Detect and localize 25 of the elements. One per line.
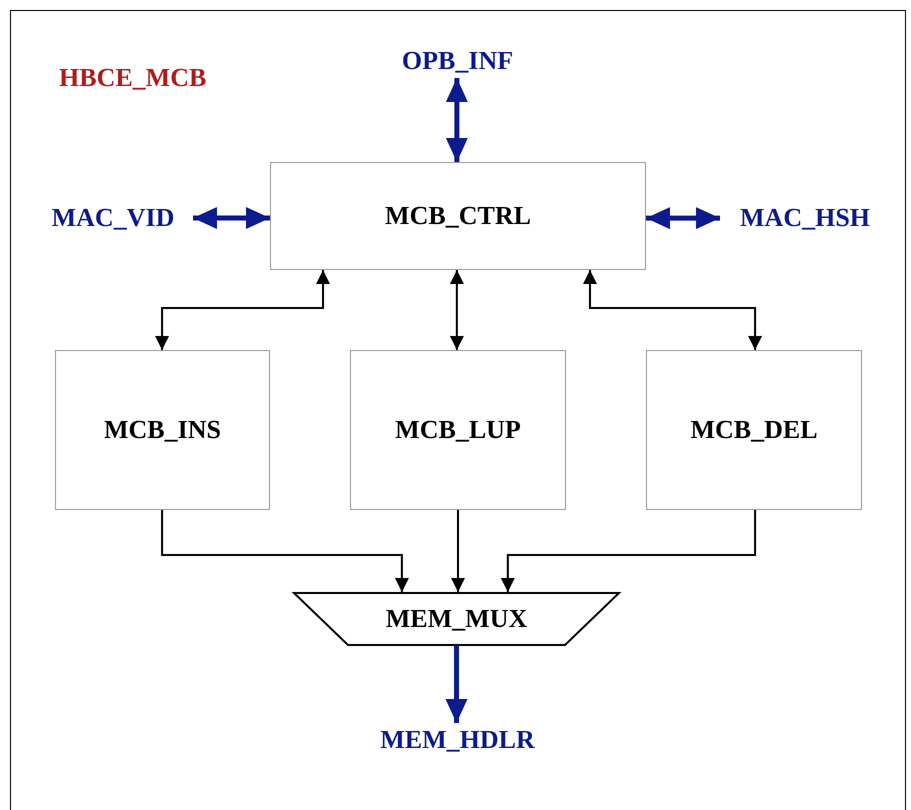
arrow <box>582 270 762 350</box>
arrow <box>446 78 468 162</box>
arrow <box>500 510 756 592</box>
port-label: OPB_INF <box>402 46 514 76</box>
block-box <box>55 350 270 510</box>
title-label: HBCE_MCB <box>59 63 206 93</box>
port-label: MAC_HSH <box>740 203 870 233</box>
block-label: MCB_CTRL <box>385 201 531 231</box>
port-label: MEM_HDLR <box>380 725 535 755</box>
block-label: MCB_INS <box>104 415 221 445</box>
port-label: MAC_VID <box>52 203 174 233</box>
block-box <box>270 162 646 270</box>
arrow <box>646 207 720 230</box>
block-box <box>350 350 566 510</box>
block-label: MEM_MUX <box>386 604 528 634</box>
block-label: MCB_LUP <box>395 415 521 445</box>
arrow <box>446 646 468 723</box>
arrow <box>451 510 465 592</box>
block-label: MCB_DEL <box>690 415 818 445</box>
arrow <box>450 270 464 350</box>
arrow <box>161 510 409 592</box>
arrow <box>155 270 330 350</box>
frame-border <box>10 10 906 810</box>
block-box <box>646 350 862 510</box>
arrow <box>193 207 270 229</box>
